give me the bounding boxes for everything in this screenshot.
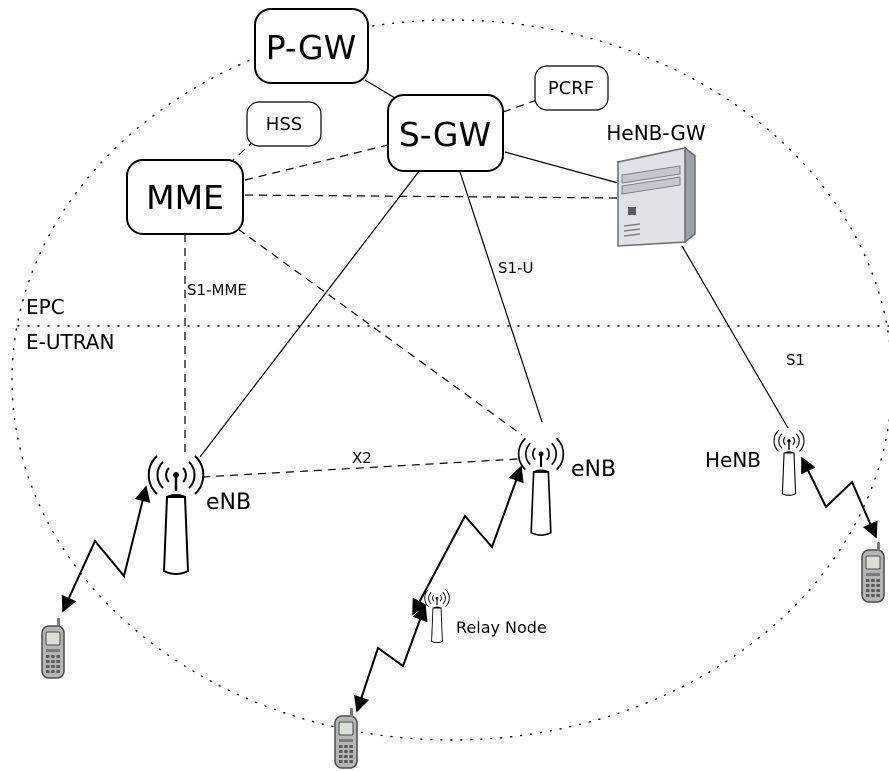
radio-link-henb	[801, 456, 878, 539]
mme-box	[126, 159, 244, 235]
radio-link-relay	[353, 604, 428, 713]
link-mme-henbgw	[244, 194, 619, 199]
relay-tower-icon	[424, 588, 450, 644]
enb-left-tower-icon	[147, 454, 205, 576]
radio-link-enb-center	[412, 465, 524, 616]
sgw-box	[387, 94, 504, 172]
pgw-box	[254, 8, 369, 84]
enb-center-label: eNB	[571, 457, 616, 482]
x2-label: X2	[352, 449, 372, 467]
mobile-phone-left-icon	[41, 617, 65, 679]
link-x2	[201, 458, 519, 478]
sgw-label: S-GW	[399, 115, 491, 154]
link-mme-sgw	[244, 144, 389, 181]
s1-label: S1	[786, 351, 805, 369]
link-sgw-henbgw	[504, 151, 619, 184]
s1-mme-label: S1-MME	[187, 281, 247, 299]
pcrf-label: PCRF	[548, 78, 594, 99]
pgw-label: P-GW	[266, 28, 357, 67]
hss-label: HSS	[266, 114, 302, 135]
pcrf-box	[534, 65, 609, 111]
enb-left-label: eNB	[206, 490, 251, 515]
eutran-label: E-UTRAN	[26, 330, 114, 354]
hss-box	[246, 101, 322, 147]
henb-gw-label: HeNB-GW	[606, 121, 705, 145]
epc-label: EPC	[26, 295, 65, 319]
henb-label: HeNB	[705, 448, 761, 472]
mme-label: MME	[146, 178, 224, 217]
link-pcrf-sgw	[499, 99, 538, 114]
server-icon	[616, 146, 697, 247]
radio-link-enb-left	[61, 485, 151, 613]
link-s1mme-enb-center	[237, 228, 523, 436]
mobile-phone-relay-icon	[334, 707, 358, 769]
s1-u-label: S1-U	[498, 259, 533, 277]
enb-center-tower-icon	[517, 437, 565, 537]
link-s1u-enb-left	[199, 169, 421, 458]
relay-node-label: Relay Node	[456, 618, 547, 637]
mobile-phone-henb-icon	[861, 541, 885, 603]
link-s1-henb	[681, 245, 789, 429]
network-boundary-ellipse	[11, 19, 889, 741]
link-s1u-enb-center	[459, 171, 543, 423]
henb-tower-icon	[773, 429, 805, 497]
